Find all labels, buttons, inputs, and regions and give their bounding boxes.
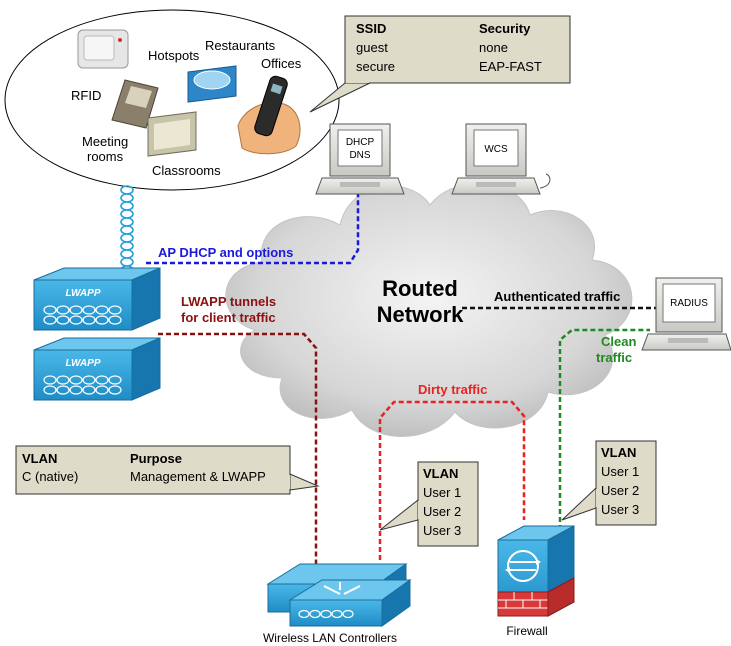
wcs-server: WCS — [451, 123, 551, 195]
pda-icon — [111, 79, 159, 129]
lwapp-tunnel-link: LWAPP tunnels for client traffic — [158, 294, 318, 584]
controllers-label: Wireless LAN Controllers — [263, 631, 397, 645]
dirty-traffic-link: Dirty traffic — [378, 382, 526, 560]
firewall-vlan-callout: VLAN User 1 User 2 User 3 — [561, 440, 657, 526]
firewall-vlan-item-3: User 3 — [601, 502, 639, 517]
native-vlan-value: C (native) — [22, 469, 78, 484]
venue-meeting-label-2: rooms — [87, 149, 124, 164]
ssid-row-2: secure — [356, 59, 395, 74]
controller-vlan-item-3: User 3 — [423, 523, 461, 538]
ap-dhcp-link: AP DHCP and options — [146, 192, 360, 265]
dirty-traffic-label: Dirty traffic — [418, 382, 487, 397]
dhcp-label: DHCP — [346, 137, 375, 148]
classroom-pad-icon — [147, 111, 197, 157]
venue-hotspots-label: Hotspots — [148, 48, 200, 63]
ap2-lwapp-label: LWAPP — [65, 358, 100, 369]
controller-vlan-item-1: User 1 — [423, 485, 461, 500]
lwapp-label-line1: LWAPP tunnels — [181, 294, 276, 309]
controller-vlan-item-2: User 2 — [423, 504, 461, 519]
access-point-1: LWAPP — [33, 267, 161, 331]
controller-arrows-icon — [323, 582, 361, 595]
security-row-1: none — [479, 40, 508, 55]
ssid-header: SSID — [356, 21, 386, 36]
authenticated-traffic-label: Authenticated traffic — [494, 289, 620, 304]
hand-phone-icon — [237, 75, 301, 155]
firewall-label: Firewall — [506, 624, 547, 638]
venue-rfid-label: RFID — [71, 88, 101, 103]
clean-traffic-label-line2: traffic — [596, 350, 632, 365]
cloud-label-line1: Routed — [382, 276, 458, 301]
native-purpose-header: Purpose — [130, 451, 182, 466]
radius-label: RADIUS — [670, 298, 708, 309]
radius-server: RADIUS — [641, 277, 731, 351]
ssid-row-1: guest — [356, 40, 388, 55]
lwapp-label-line2: for client traffic — [181, 310, 276, 325]
ap1-lwapp-label: LWAPP — [65, 288, 100, 299]
security-header: Security — [479, 21, 531, 36]
dns-label: DNS — [349, 150, 370, 161]
firewall-vlan-item-1: User 1 — [601, 464, 639, 479]
controller-vlan-header: VLAN — [423, 466, 458, 481]
clean-traffic-link: Clean traffic — [558, 328, 650, 530]
firewall-brick-band — [497, 577, 575, 617]
access-point-2: LWAPP — [33, 337, 161, 401]
native-purpose-value: Management & LWAPP — [130, 469, 266, 484]
venue-classrooms-label: Classrooms — [152, 163, 221, 178]
dhcp-dns-server: DHCP DNS — [315, 123, 405, 195]
venue-offices-label: Offices — [261, 56, 302, 71]
native-vlan-header: VLAN — [22, 451, 57, 466]
venues-ellipse: RFID Hotspots Restaurants Offices Meetin… — [4, 9, 340, 191]
ap-dhcp-label: AP DHCP and options — [158, 245, 293, 260]
controller-vlan-callout: VLAN User 1 User 2 User 3 — [379, 461, 479, 547]
wcs-label: WCS — [484, 144, 508, 155]
wireless-lan-controllers: Wireless LAN Controllers — [263, 563, 412, 645]
clean-traffic-label-line1: Clean — [601, 334, 636, 349]
venue-meeting-label-1: Meeting — [82, 134, 128, 149]
firewall-vlan-item-2: User 2 — [601, 483, 639, 498]
venue-restaurants-label: Restaurants — [205, 38, 276, 53]
rfid-tag-icon — [77, 29, 129, 69]
security-row-2: EAP-FAST — [479, 59, 542, 74]
firewall-vlan-header: VLAN — [601, 445, 636, 460]
ssid-callout: SSID Security guest none secure EAP-FAST — [309, 15, 571, 113]
firewall-inspect-icon — [505, 550, 541, 582]
restaurant-pad-icon — [187, 65, 237, 103]
authenticated-traffic-link: Authenticated traffic — [462, 289, 656, 310]
routed-network-cloud: Routed Network — [225, 182, 633, 437]
native-vlan-callout: VLAN Purpose C (native) Management & LWA… — [15, 445, 320, 495]
firewall-device: Firewall — [497, 525, 575, 638]
cloud-label-line2: Network — [377, 302, 465, 327]
